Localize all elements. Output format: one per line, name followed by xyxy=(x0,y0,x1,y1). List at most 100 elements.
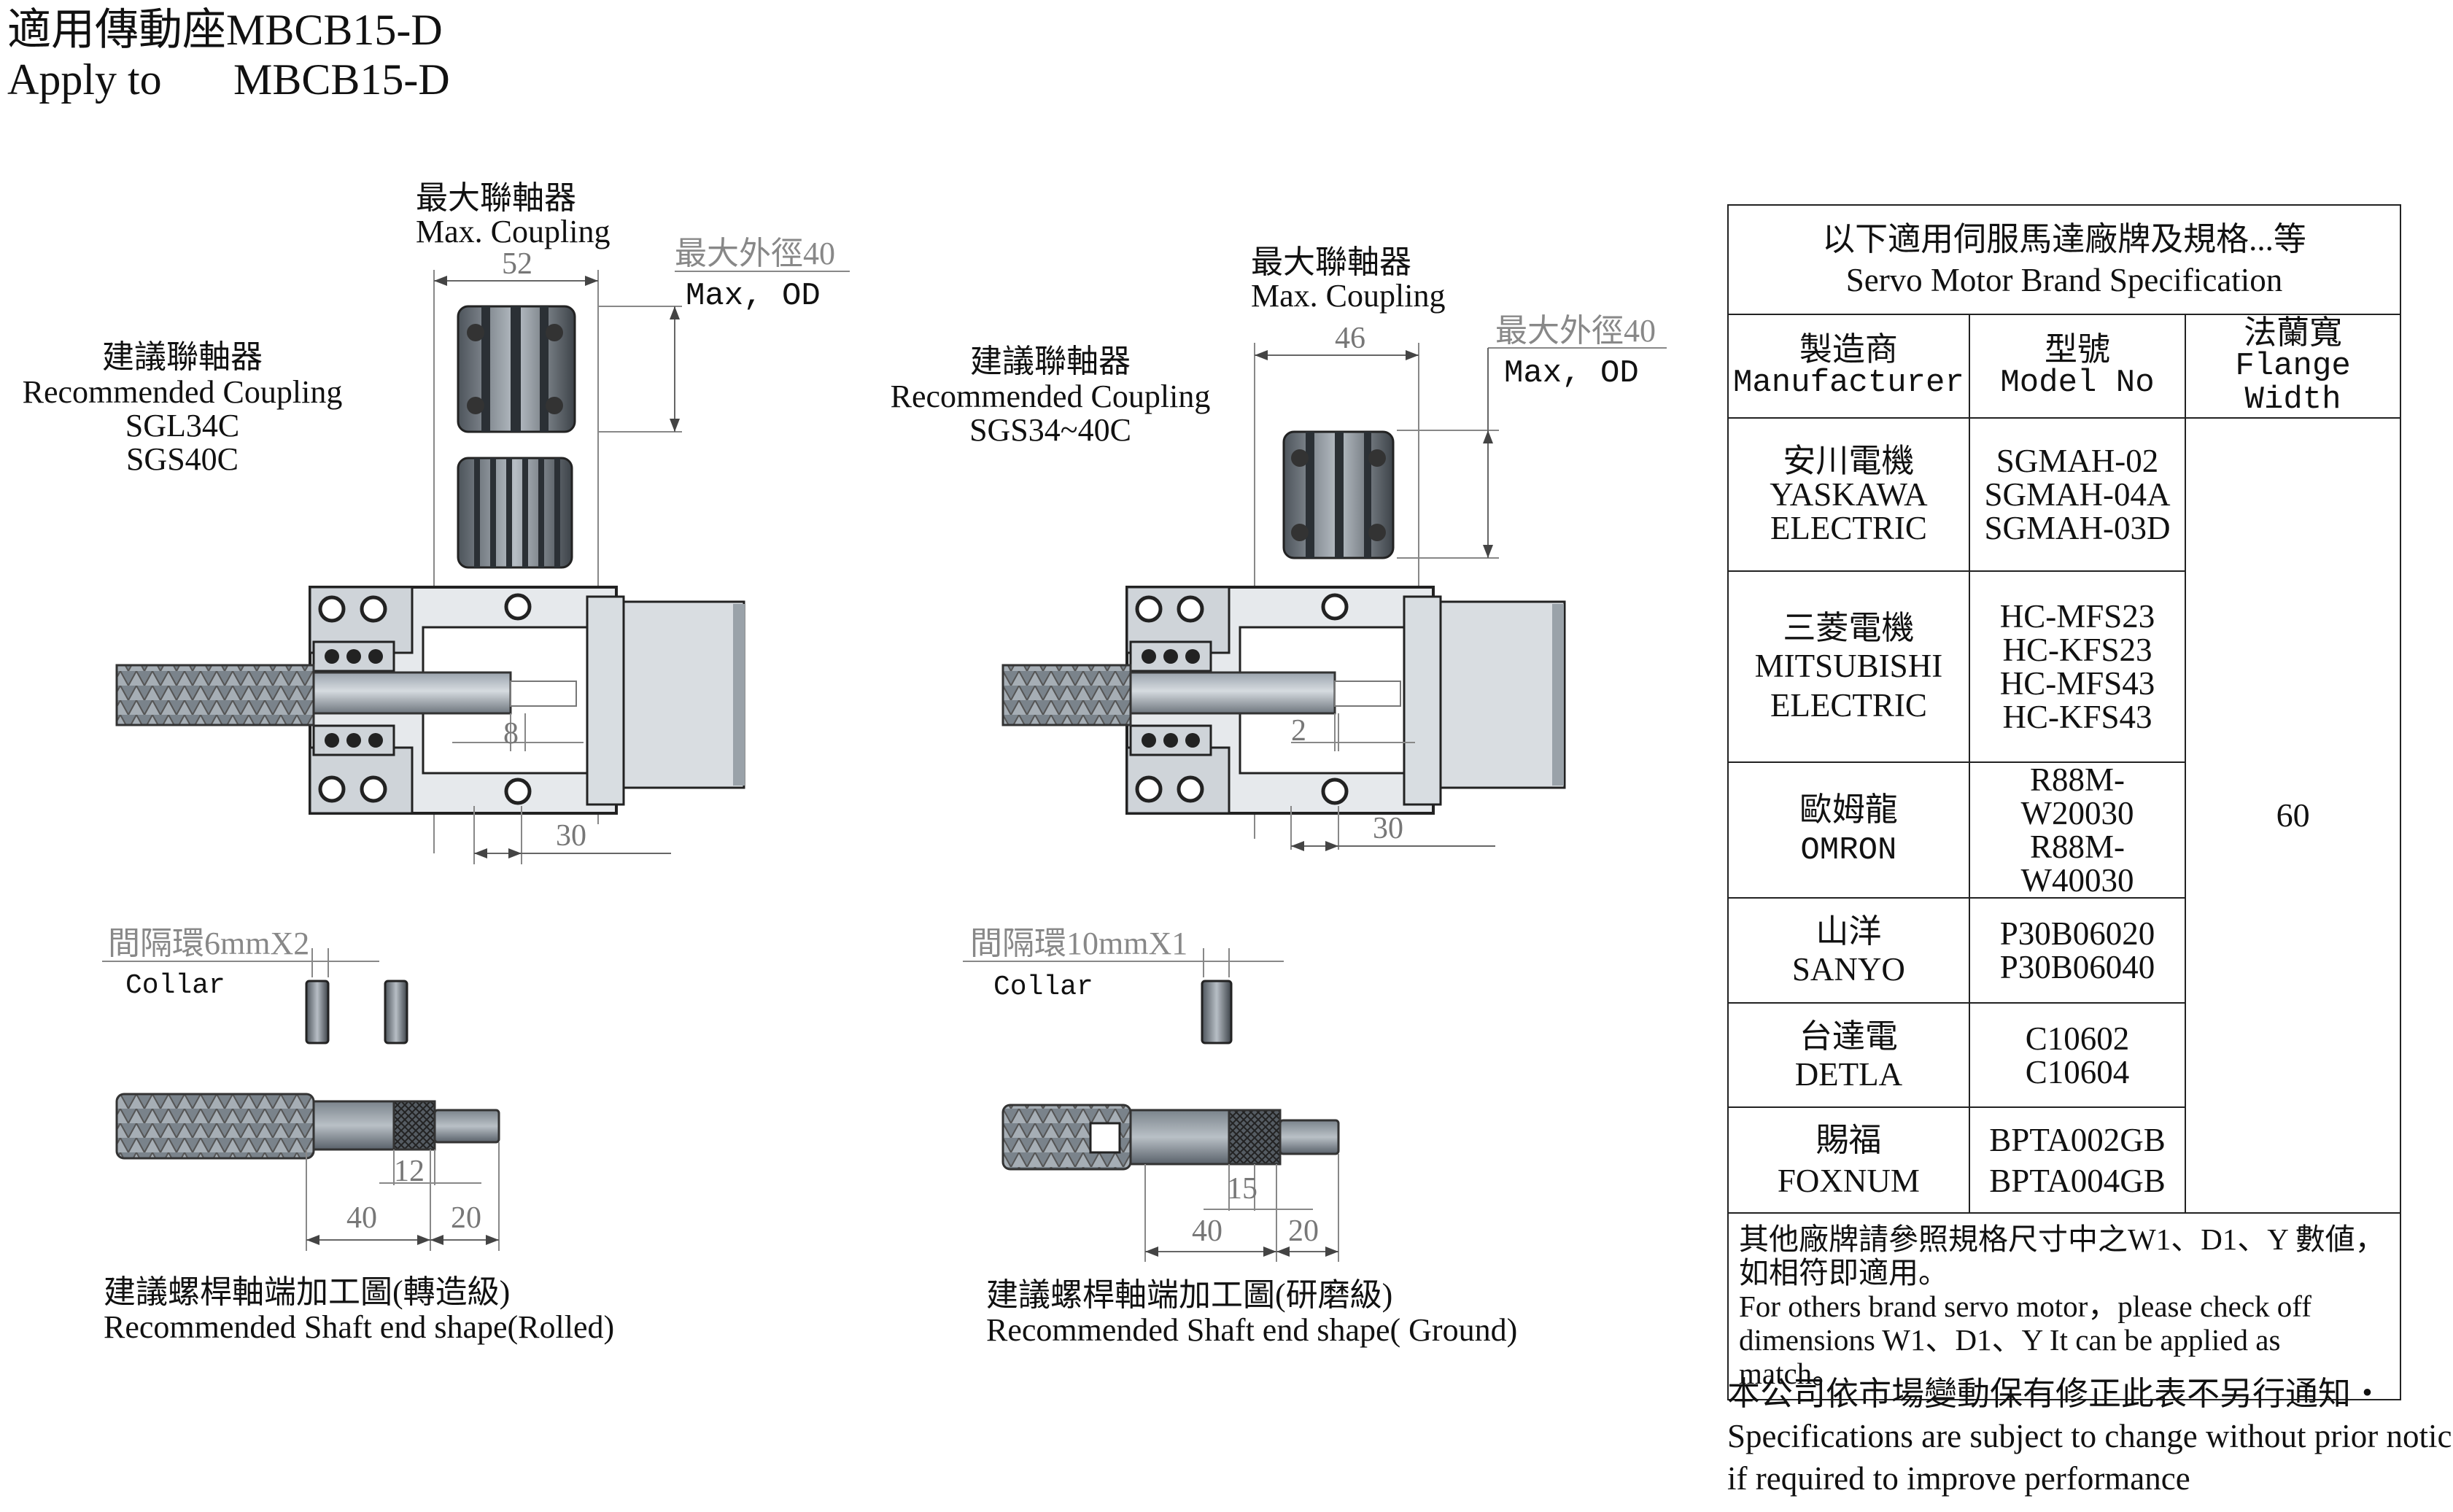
manufacturer-en: YASKAWA xyxy=(1770,476,1928,513)
footer-notice-en: Specifications are subject to change wit… xyxy=(1727,1418,2453,1454)
right-assembly-drawing xyxy=(1001,343,1667,851)
left-shaft-caption-zh: 建議螺桿軸端加工圖(轉造級) xyxy=(104,1274,511,1310)
model-no: HC-KFS43 xyxy=(2002,699,2152,735)
page-title-zh: 適用傳動座MBCB15-D xyxy=(7,6,443,54)
left-dim-coupling-width: 52 xyxy=(502,247,532,281)
left-assembly-drawing xyxy=(115,270,850,864)
right-shaft-caption-en: Recommended Shaft end shape( Ground) xyxy=(986,1312,1518,1348)
manufacturer-en: FOXNUM xyxy=(1777,1162,1920,1199)
model-no: BPTA004GB xyxy=(1989,1162,2166,1199)
col-model-zh: 型號 xyxy=(2044,331,2110,368)
right-collar-en: Collar xyxy=(993,972,1093,1003)
right-rec-coupling-en: Recommended Coupling xyxy=(890,379,1211,414)
left-rec-coupling-zh: 建議聯軸器 xyxy=(102,339,263,375)
left-collar-en: Collar xyxy=(125,970,225,1001)
right-max-coupling-en: Max. Coupling xyxy=(1251,278,1446,314)
model-no: SGMAH-02 xyxy=(1996,443,2159,479)
right-collar-zh: 間隔環10mmX1 xyxy=(970,926,1188,961)
model-no: SGMAH-03D xyxy=(1984,510,2171,546)
right-shaft-drawing xyxy=(1001,1104,1340,1262)
manufacturer-en: OMRON xyxy=(1800,832,1897,869)
manufacturer-en: SANYO xyxy=(1791,951,1905,988)
left-dim-offset: 30 xyxy=(556,819,586,853)
right-shaft-dim-b: 20 xyxy=(1288,1214,1319,1248)
flange-width-cell: 60 xyxy=(2185,417,2401,1214)
footer-notice-zh: 本公司依市場變動保有修正此表不另行通知・ xyxy=(1727,1376,2384,1412)
col-manufacturer-en: Manufacturer xyxy=(1733,365,1964,401)
left-dim-gap: 8 xyxy=(503,717,519,751)
right-collar-drawing xyxy=(963,948,1284,1044)
right-shaft-dim-a: 40 xyxy=(1192,1214,1222,1248)
left-collars-drawing xyxy=(102,948,408,1044)
footer-notice-en: if required to improve performance xyxy=(1727,1460,2190,1497)
model-no: C10604 xyxy=(2025,1053,2130,1090)
note-en: For others brand servo motor，please chec… xyxy=(1739,1290,2311,1323)
right-shaft-dim-knurl: 15 xyxy=(1227,1172,1257,1206)
left-shaft-dim-knurl: 12 xyxy=(394,1155,425,1188)
col-model-en: Model No xyxy=(2000,365,2155,401)
model-no: P30B06040 xyxy=(1999,949,2155,985)
right-shaft-caption-zh: 建議螺桿軸端加工圖(研磨級) xyxy=(986,1277,1393,1313)
right-max-od-en: Max, OD xyxy=(1504,355,1639,392)
table-title-zh: 以下適用伺服馬達廠牌及規格...等 xyxy=(1822,221,2306,257)
manufacturer-en: ELECTRIC xyxy=(1770,687,1927,724)
left-rec-model: SGL34C xyxy=(125,408,240,443)
servo-spec-table: 以下適用伺服馬達廠牌及規格...等 Servo Motor Brand Spec… xyxy=(1727,204,2401,1400)
left-max-coupling-zh: 最大聯軸器 xyxy=(416,180,576,216)
left-max-coupling-en: Max. Coupling xyxy=(416,214,611,249)
table-row: 賜福 FOXNUM BPTA002GB BPTA004GB xyxy=(1727,1106,2400,1214)
model-no: BPTA002GB xyxy=(1989,1121,2166,1158)
page-title-en-prefix: Apply to xyxy=(7,55,162,104)
manufacturer-zh: 歐姆龍 xyxy=(1799,791,1898,828)
manufacturer-en: DETLA xyxy=(1794,1055,1903,1093)
note-zh: 如相符即適用。 xyxy=(1739,1256,1948,1290)
right-max-od-zh: 最大外徑40 xyxy=(1495,313,1656,349)
left-shaft-dim-a: 40 xyxy=(346,1201,377,1235)
table-title-row: 以下適用伺服馬達廠牌及規格...等 Servo Motor Brand Spec… xyxy=(1727,204,2401,315)
manufacturer-en: MITSUBISHI xyxy=(1754,648,1943,684)
right-max-coupling-zh: 最大聯軸器 xyxy=(1251,244,1411,280)
model-no: R88M-W20030 xyxy=(2020,761,2134,831)
left-shaft-caption-en: Recommended Shaft end shape(Rolled) xyxy=(104,1309,615,1345)
left-max-od-zh: 最大外徑40 xyxy=(675,236,835,271)
col-flange-zh: 法蘭寬 xyxy=(2244,314,2343,351)
left-collar-zh: 間隔環6mmX2 xyxy=(108,926,310,961)
manufacturer-zh: 台達電 xyxy=(1799,1017,1898,1055)
col-manufacturer-zh: 製造商 xyxy=(1799,331,1898,368)
manufacturer-zh: 三菱電機 xyxy=(1783,610,1915,646)
left-max-od-en: Max, OD xyxy=(686,278,821,314)
model-no: HC-KFS23 xyxy=(2002,632,2152,668)
right-dim-gap: 2 xyxy=(1291,714,1306,748)
note-zh: 其他廠牌請參照規格尺寸中之W1、D1、Y 數値， xyxy=(1739,1222,2385,1256)
right-dim-coupling-width: 46 xyxy=(1335,322,1365,355)
left-rec-model: SGS40C xyxy=(125,441,239,477)
manufacturer-en: ELECTRIC xyxy=(1770,510,1927,546)
left-shaft-drawing xyxy=(115,1093,500,1251)
col-flange-en: Flange Width xyxy=(2235,348,2351,418)
table-title-en: Servo Motor Brand Specification xyxy=(1845,262,2283,298)
left-rec-coupling-en: Recommended Coupling xyxy=(22,374,343,410)
model-no: C10602 xyxy=(2025,1020,2130,1057)
manufacturer-zh: 安川電機 xyxy=(1783,443,1915,479)
manufacturer-zh: 賜福 xyxy=(1815,1121,1882,1158)
right-rec-model: SGS34~40C xyxy=(969,412,1131,448)
model-no: P30B06020 xyxy=(1999,915,2155,952)
model-no: HC-MFS23 xyxy=(1999,598,2155,635)
right-rec-coupling-zh: 建議聯軸器 xyxy=(970,344,1131,379)
model-no: HC-MFS43 xyxy=(1999,665,2155,702)
table-note-row: 其他廠牌請參照規格尺寸中之W1、D1、Y 數値， 如相符即適用。 For oth… xyxy=(1727,1212,2401,1400)
manufacturer-zh: 山洋 xyxy=(1815,913,1882,950)
model-no: R88M-W40030 xyxy=(2020,829,2134,899)
model-no: SGMAH-04A xyxy=(1984,476,2171,513)
left-shaft-dim-b: 20 xyxy=(451,1201,481,1235)
page-title-en-model: MBCB15-D xyxy=(233,55,450,104)
right-dim-offset: 30 xyxy=(1373,812,1403,845)
note-en: dimensions W1、D1、Y It can be applied as … xyxy=(1739,1323,2281,1390)
